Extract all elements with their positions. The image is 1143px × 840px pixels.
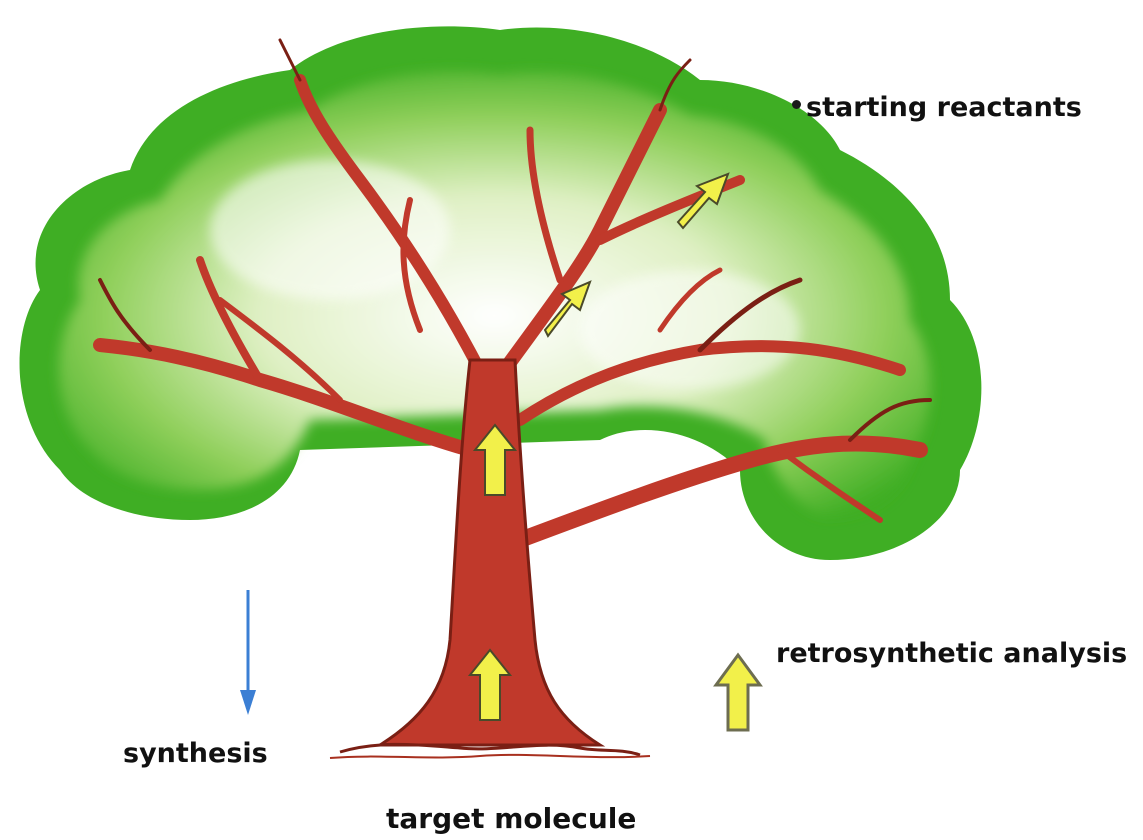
canopy-highlight-left <box>210 160 450 300</box>
label-synthesis: synthesis <box>123 738 268 769</box>
bullet-dot <box>792 100 801 109</box>
synthesis-arrow-icon <box>240 590 256 715</box>
label-retrosynthetic-analysis: retrosynthetic analysis <box>776 638 1127 669</box>
retro-legend-arrow-icon <box>716 655 760 730</box>
label-starting-reactants: starting reactants <box>806 92 1082 123</box>
label-target-molecule: target molecule <box>386 802 636 835</box>
